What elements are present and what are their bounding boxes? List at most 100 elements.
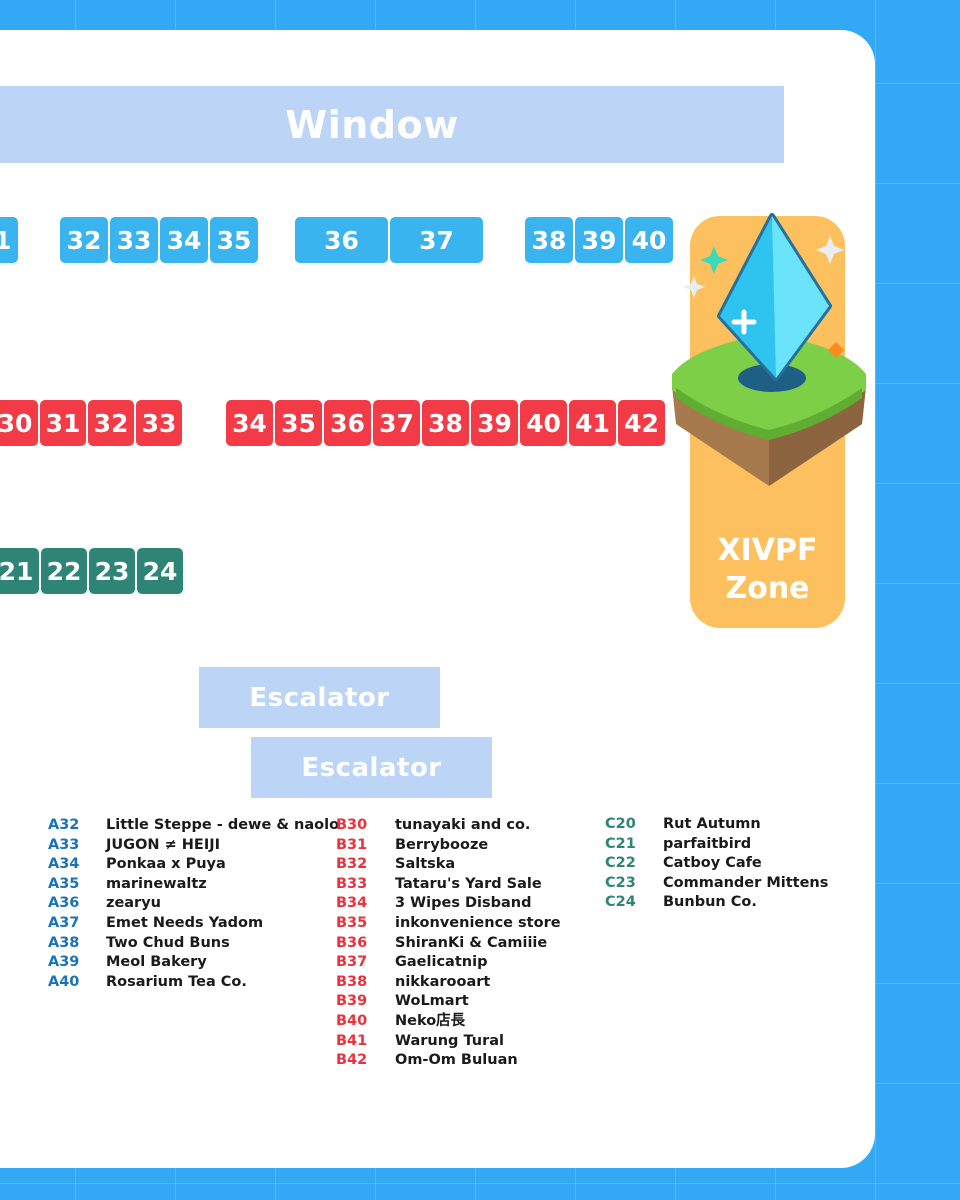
white-sparkle-icon-2 (816, 236, 844, 264)
booth-a-32[interactable]: 32 (60, 217, 108, 263)
booth-code: C24 (605, 894, 636, 911)
booth-code: C20 (605, 816, 636, 832)
booth-code: C23 (605, 874, 636, 891)
booth-a-31[interactable]: 31 (0, 217, 18, 263)
escalator-label-2: Escalator (301, 752, 442, 783)
booth-b-30[interactable]: 30 (0, 400, 38, 446)
exhibitor-name: 3 Wipes Disband (395, 895, 532, 912)
exhibitor-name: nikkarooart (395, 973, 491, 990)
exhibitor-name: Two Chud Buns (106, 934, 230, 951)
exhibitor-name: Meol Bakery (106, 954, 207, 971)
exhibitor-name: Rut Autumn (663, 816, 761, 832)
crystal-facet (720, 216, 776, 378)
booth-b-41[interactable]: 41 (569, 400, 616, 446)
booth-b-42[interactable]: 42 (618, 400, 665, 446)
booth-b-37[interactable]: 37 (373, 400, 420, 446)
booth-code: C22 (605, 855, 636, 872)
exhibitor-name: Catboy Cafe (663, 855, 762, 872)
window-label: Window (285, 102, 459, 147)
exhibitor-name: tunayaki and co. (395, 817, 531, 833)
booth-code: A40 (48, 973, 80, 990)
booth-a-40[interactable]: 40 (625, 217, 673, 263)
booth-b-40[interactable]: 40 (520, 400, 567, 446)
booth-c-24[interactable]: 24 (137, 548, 183, 594)
exhibitor-name: zearyu (106, 895, 161, 912)
booth-b-34[interactable]: 34 (226, 400, 273, 446)
exhibitor-name: Bunbun Co. (663, 894, 757, 911)
booth-code: B41 (336, 1032, 368, 1049)
legend-item: A34 Ponkaa x Puya (48, 854, 226, 874)
legend-item: B42 Om-Om Buluan (336, 1050, 518, 1070)
booth-b-35[interactable]: 35 (275, 400, 322, 446)
exhibitor-name: ShiranKi & Camiiie (395, 934, 548, 951)
legend-item: A35 marinewaltz (48, 874, 207, 894)
crystal-island-icon (672, 213, 866, 486)
booth-b-33[interactable]: 33 (136, 400, 182, 446)
crystal-facet-light (772, 216, 829, 378)
exhibitor-name: parfaitbird (663, 835, 752, 852)
booth-code: A35 (48, 875, 80, 892)
booth-code: B31 (336, 836, 368, 853)
xivpf-zone-label: XIVPF Zone (690, 532, 845, 608)
booth-a-37[interactable]: 37 (390, 217, 483, 263)
white-sparkle-icon (683, 276, 705, 298)
booth-code: A36 (48, 895, 80, 912)
booth-b-36[interactable]: 36 (324, 400, 371, 446)
exhibitor-name: inkonvenience store (395, 915, 561, 931)
booth-code: B30 (336, 817, 368, 833)
booth-a-33[interactable]: 33 (110, 217, 158, 263)
legend-item: B31 Berrybooze (336, 835, 488, 855)
booth-b-39[interactable]: 39 (471, 400, 518, 446)
booth-code: B38 (336, 973, 368, 990)
orange-sparkle-icon (828, 342, 844, 358)
exhibitor-name: Om-Om Buluan (395, 1052, 518, 1069)
booth-c-23[interactable]: 23 (89, 548, 135, 594)
booth-code: B39 (336, 993, 368, 1010)
booth-code: B42 (336, 1052, 368, 1069)
exhibitor-name: Emet Needs Yadom (106, 915, 264, 931)
booth-a-36[interactable]: 36 (295, 217, 388, 263)
exhibitor-name: marinewaltz (106, 875, 207, 892)
teal-sparkle-icon (700, 246, 728, 274)
booth-a-35[interactable]: 35 (210, 217, 258, 263)
exhibitor-name: Tataru's Yard Sale (395, 875, 542, 892)
legend-item: A36 zearyu (48, 893, 161, 913)
booth-code: A33 (48, 836, 80, 853)
exhibitor-name: Berrybooze (395, 836, 489, 853)
legend-item: C24 Bunbun Co. (605, 892, 757, 912)
exhibitor-name: Gaelicatnip (395, 954, 488, 971)
exhibitor-name: Commander Mittens (663, 874, 829, 891)
booth-code: A39 (48, 954, 80, 971)
booth-a-38[interactable]: 38 (525, 217, 573, 263)
booth-code: A32 (48, 817, 80, 833)
legend-item: A39 Meol Bakery (48, 952, 207, 972)
exhibitor-name: Warung Tural (395, 1032, 505, 1049)
booth-code: A37 (48, 915, 80, 931)
legend-item: B30 tunayaki and co. (336, 815, 530, 835)
booth-a-34[interactable]: 34 (160, 217, 208, 263)
booth-b-31[interactable]: 31 (40, 400, 86, 446)
booth-code: B40 (336, 1013, 368, 1029)
exhibitor-name: Ponkaa x Puya (106, 856, 226, 873)
booth-c-22[interactable]: 22 (41, 548, 87, 594)
escalator-banner-1: Escalator (199, 667, 440, 728)
booth-c-21[interactable]: 21 (0, 548, 39, 594)
exhibitor-name: JUGON ≠ HEIJI (106, 836, 221, 853)
booth-b-32[interactable]: 32 (88, 400, 134, 446)
legend-item: C20 Rut Autumn (605, 814, 761, 834)
booth-code: B37 (336, 954, 368, 971)
booth-code: A34 (48, 856, 80, 873)
booth-a-39[interactable]: 39 (575, 217, 623, 263)
booth-b-38[interactable]: 38 (422, 400, 469, 446)
exhibitor-name: Little Steppe - dewe & naolo (106, 817, 340, 833)
escalator-label-1: Escalator (249, 682, 390, 713)
escalator-banner-2: Escalator (251, 737, 492, 798)
